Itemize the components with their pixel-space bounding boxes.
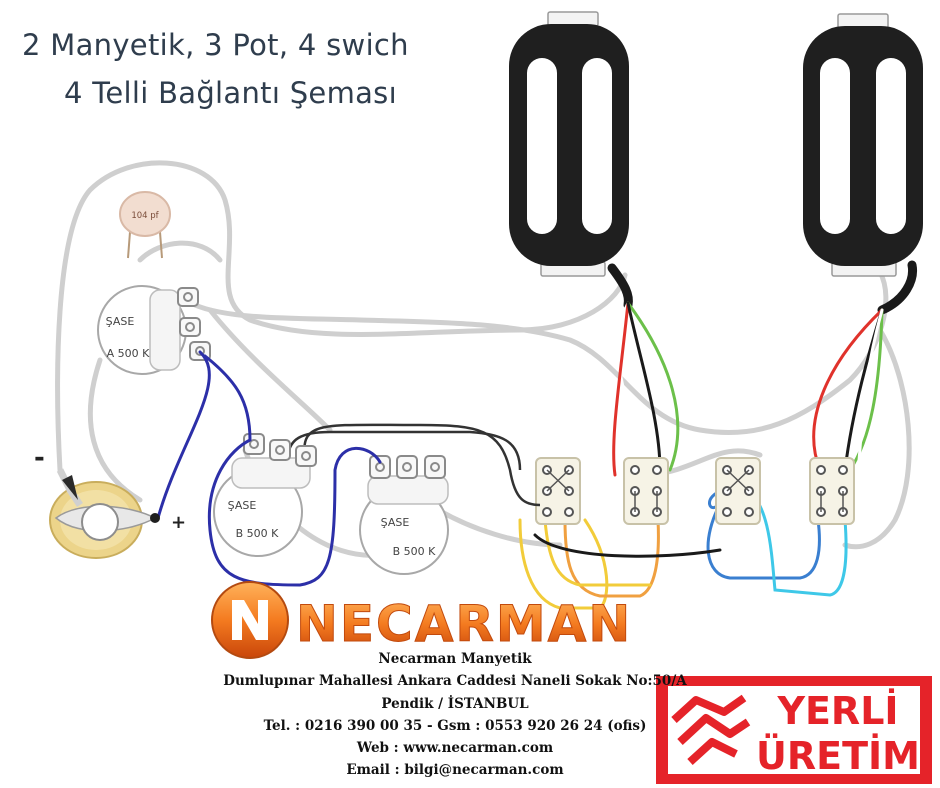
humbucker-pickup-bridge bbox=[803, 13, 923, 277]
ground-wires bbox=[55, 160, 912, 558]
company-name: Necarman Manyetik bbox=[378, 651, 532, 667]
output-jack: - + bbox=[34, 443, 186, 559]
handshake-icon bbox=[671, 694, 751, 765]
switch-4 bbox=[809, 457, 855, 525]
humbucker-pickup-neck bbox=[509, 11, 629, 277]
diagram-title-line1: 2 Manyetik, 3 Pot, 4 swich bbox=[22, 28, 409, 62]
pot-volume-2-line2: B 500 K bbox=[393, 545, 437, 558]
capacitor-label: 104 pf bbox=[131, 211, 159, 221]
pot-tone: ŞASE A 500 K bbox=[97, 285, 211, 375]
company-email: Email : bilgi@necarman.com bbox=[346, 762, 564, 779]
pot-volume-2-line1: ŞASE bbox=[381, 516, 410, 529]
pot-volume-1: ŞASE B 500 K bbox=[213, 433, 317, 557]
logo-wordmark: NECARMAN bbox=[296, 595, 632, 653]
pot-volume-1-line2: B 500 K bbox=[236, 527, 280, 540]
pot-tone-line2: A 500 K bbox=[107, 347, 151, 360]
jack-minus-label: - bbox=[34, 443, 45, 473]
diagram-title-line2: 4 Telli Bağlantı Şeması bbox=[64, 76, 397, 110]
company-address-2: Pendik / İSTANBUL bbox=[381, 695, 529, 712]
signal-wire-2 bbox=[286, 430, 522, 471]
signal-wire bbox=[303, 423, 541, 507]
hot-wire bbox=[156, 350, 382, 587]
badge-line2: ÜRETİM bbox=[756, 734, 920, 778]
capacitor: 104 pf bbox=[119, 191, 171, 259]
necarman-logo: NECARMAN bbox=[211, 581, 632, 659]
pot-tone-line1: ŞASE bbox=[106, 315, 135, 328]
pot-volume-1-line1: ŞASE bbox=[228, 499, 257, 512]
pickup-leads-bridge bbox=[812, 260, 917, 472]
company-address-1: Dumlupınar Mahallesi Ankara Caddesi Nane… bbox=[223, 673, 687, 690]
pot-volume-2: ŞASE B 500 K bbox=[359, 455, 449, 575]
switch-3 bbox=[715, 457, 761, 525]
badge-line1: YERLİ bbox=[776, 689, 898, 733]
pot-tone-lugs bbox=[177, 287, 211, 361]
company-phone: Tel. : 0216 390 00 35 - Gsm : 0553 920 2… bbox=[263, 717, 647, 734]
switch-2 bbox=[623, 457, 669, 525]
switch-1 bbox=[535, 457, 581, 525]
company-web: Web : www.necarman.com bbox=[356, 740, 554, 757]
company-info: Necarman Manyetik Dumlupınar Mahallesi A… bbox=[180, 648, 730, 782]
pickup-leads-neck bbox=[607, 263, 680, 477]
pot-volume-2-lugs bbox=[369, 455, 446, 479]
pot-volume-1-lugs bbox=[243, 433, 317, 467]
jack-plus-label: + bbox=[171, 512, 186, 533]
yerli-uretim-badge: YERLİ ÜRETİM bbox=[656, 676, 932, 784]
